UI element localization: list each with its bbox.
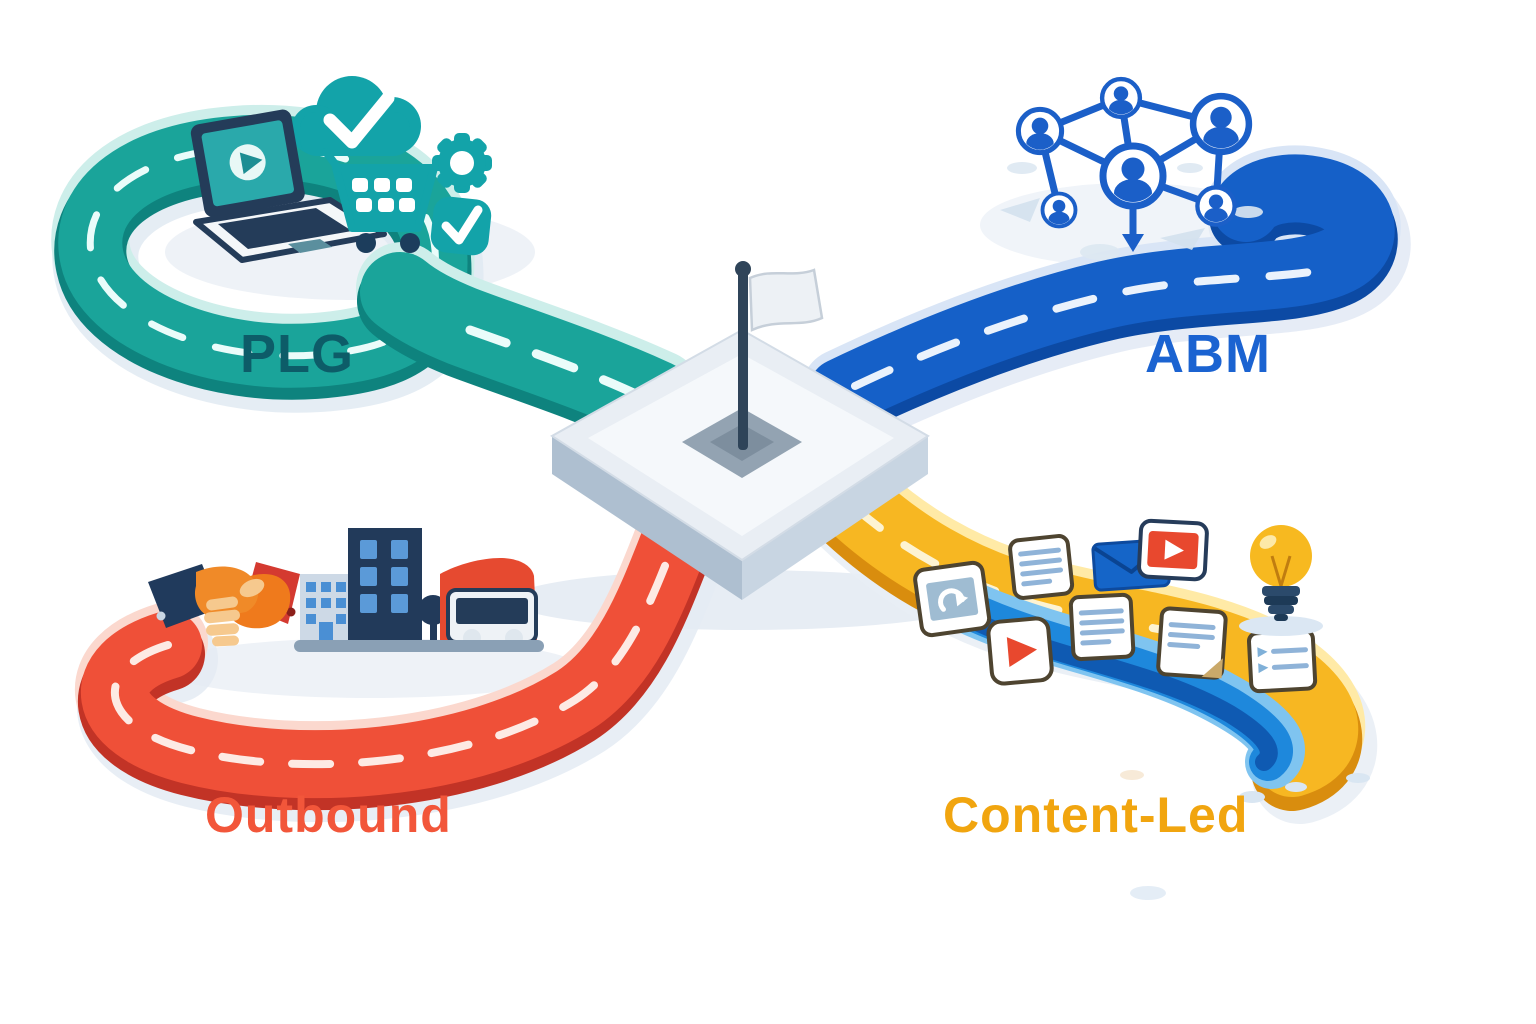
article-card-icon bbox=[1008, 534, 1075, 600]
plg-icon-cluster bbox=[190, 76, 492, 263]
buildings-base bbox=[294, 640, 544, 652]
play-card-icon bbox=[986, 616, 1054, 686]
content-led-label: Content-Led bbox=[943, 787, 1248, 843]
white-flag bbox=[748, 268, 824, 332]
decorative-dots bbox=[1120, 770, 1370, 900]
gear-icon bbox=[432, 133, 492, 193]
plg-label: PLG bbox=[240, 324, 354, 384]
platform-left-face bbox=[552, 436, 742, 600]
office-buildings-icon bbox=[294, 528, 544, 652]
document-folded-icon bbox=[1156, 606, 1228, 680]
lightbulb-icon bbox=[1239, 525, 1323, 636]
image-card-icon bbox=[913, 560, 992, 638]
flag-pole-cap bbox=[735, 261, 751, 277]
network-ground-blobs bbox=[1000, 162, 1263, 260]
abm-label: ABM bbox=[1145, 324, 1271, 384]
laptop-play-icon bbox=[190, 109, 387, 263]
outbound-label: Outbound bbox=[205, 787, 452, 843]
document-card-icon bbox=[1068, 592, 1136, 662]
flag-pole bbox=[738, 270, 748, 450]
platform-right-face bbox=[742, 436, 928, 600]
outbound-icon-cluster bbox=[148, 528, 544, 652]
cloud-check-icon bbox=[291, 76, 421, 194]
checklist-card-icon bbox=[1246, 628, 1318, 694]
video-player-icon bbox=[1137, 518, 1209, 582]
destination-platform bbox=[550, 261, 930, 600]
content-icon-cluster bbox=[913, 518, 1323, 694]
handshake-icon bbox=[148, 562, 300, 647]
shopping-cart-icon bbox=[322, 148, 438, 253]
check-badge-icon bbox=[430, 196, 492, 256]
abm-road bbox=[802, 145, 1411, 450]
storefront-van-icon bbox=[440, 558, 538, 647]
abm-icon-cluster bbox=[1000, 79, 1263, 260]
outbound-road bbox=[75, 462, 740, 823]
people-network-icon bbox=[1018, 79, 1249, 252]
